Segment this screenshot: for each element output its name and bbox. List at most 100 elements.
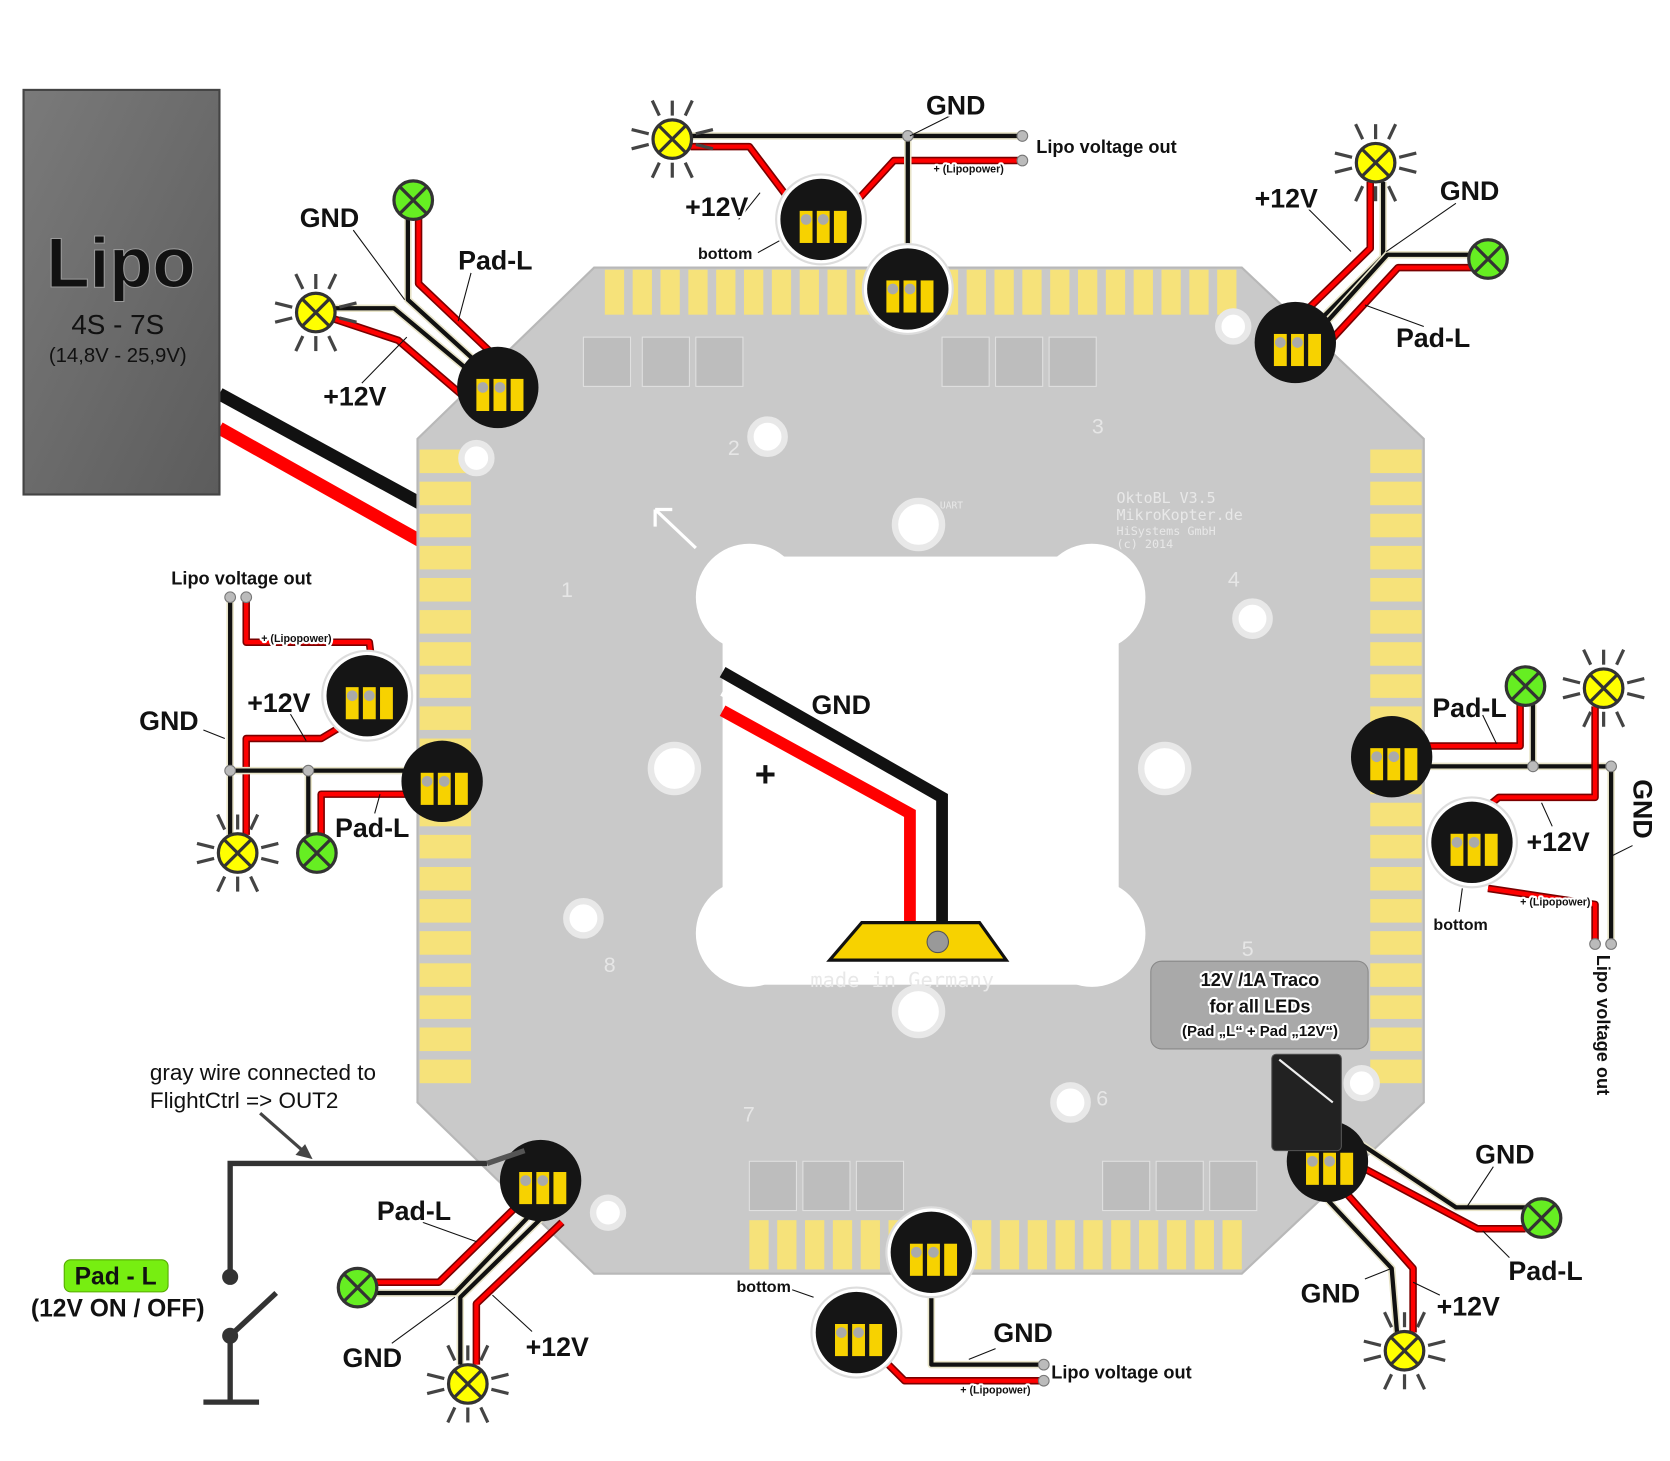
label-padl-tl: Pad-L bbox=[458, 246, 532, 276]
green-led-lamp-icon bbox=[295, 832, 338, 874]
leader-lines bbox=[203, 115, 1633, 1360]
lamp-ray bbox=[216, 875, 227, 893]
label-12v-br: +12V bbox=[1437, 1291, 1500, 1321]
solder-pad bbox=[832, 1220, 853, 1270]
solder-point bbox=[537, 1175, 549, 1186]
motor-numbers: 1 2 3 4 5 6 7 8 bbox=[561, 414, 1254, 1126]
solder-pad bbox=[419, 963, 472, 987]
lipo-voltage: (14,8V - 25,9V) bbox=[49, 345, 187, 367]
solder-pad bbox=[660, 269, 680, 315]
led-pad-board bbox=[1350, 716, 1433, 798]
plus-wire bbox=[374, 1186, 537, 1285]
label-gnd-br2: GND bbox=[1301, 1279, 1360, 1309]
lamp-ray bbox=[1582, 711, 1593, 728]
solder-point bbox=[928, 1246, 939, 1258]
lamp-cross bbox=[1511, 672, 1540, 701]
lamp-ray bbox=[631, 142, 650, 151]
solder-pad bbox=[1370, 545, 1422, 570]
solder-pad bbox=[1370, 802, 1422, 827]
label-12v-right: +12V bbox=[1527, 827, 1590, 857]
lamp-ray bbox=[1562, 692, 1581, 700]
wire-terminal bbox=[1016, 154, 1029, 167]
lamp-ray bbox=[1334, 151, 1353, 159]
solder-pad bbox=[1027, 1220, 1047, 1270]
label-lipopower-top: + (Lipopower) bbox=[933, 163, 1004, 175]
silk-made-in: made in Germany bbox=[810, 968, 994, 992]
wire-terminal bbox=[224, 764, 237, 777]
wire-terminal bbox=[1016, 130, 1029, 142]
solder-point bbox=[421, 775, 433, 787]
lamp-ray bbox=[294, 335, 305, 352]
board-cutout bbox=[695, 543, 1146, 987]
label-12v-tl: +12V bbox=[323, 382, 386, 412]
mosfet bbox=[802, 1160, 851, 1212]
lamp-ray bbox=[327, 273, 338, 290]
motor-number-7: 7 bbox=[743, 1103, 755, 1127]
solder-pad bbox=[827, 269, 847, 315]
plus-wire bbox=[1317, 265, 1472, 355]
lipo-cells: 4S - 7S bbox=[71, 309, 164, 340]
solder-pad bbox=[1370, 899, 1422, 923]
wire-terminal bbox=[901, 130, 914, 142]
led-pad-board bbox=[1425, 796, 1518, 889]
solder-pad bbox=[419, 995, 472, 1019]
solder-pad bbox=[419, 513, 472, 538]
motor-number-6: 6 bbox=[1096, 1087, 1108, 1111]
gnd-wire bbox=[374, 1202, 543, 1296]
gnd-wire bbox=[334, 306, 486, 385]
lamp-ray bbox=[446, 1406, 457, 1424]
solder-pad bbox=[419, 1059, 472, 1084]
motor-number-1: 1 bbox=[561, 578, 573, 602]
solder-pad bbox=[1083, 1220, 1103, 1270]
lamp-cross bbox=[1390, 1336, 1419, 1365]
pad-l bbox=[454, 772, 468, 805]
pad-l bbox=[1308, 333, 1322, 367]
solder-point bbox=[1307, 1155, 1318, 1167]
green-led-lamp-icon bbox=[336, 1266, 379, 1309]
solder-point bbox=[911, 1246, 922, 1258]
plus-wire bbox=[1487, 886, 1598, 942]
traco-line1: 12V /1A Traco bbox=[1201, 970, 1320, 990]
yellow-led-lamp-icon bbox=[426, 1344, 509, 1424]
wire-terminal bbox=[240, 591, 253, 604]
solder-pad bbox=[419, 577, 472, 602]
label-gnd-bl: GND bbox=[343, 1343, 402, 1373]
lamp-ray bbox=[490, 1372, 509, 1381]
wire-terminal bbox=[1589, 938, 1601, 950]
lamp-ray bbox=[216, 813, 227, 831]
lamp-ray bbox=[1398, 166, 1417, 174]
solder-pad bbox=[419, 449, 472, 474]
led-pad-board bbox=[499, 1139, 582, 1222]
lamp-ray bbox=[1582, 649, 1593, 666]
lamp-ray bbox=[426, 1387, 445, 1396]
mosfet bbox=[1155, 1160, 1204, 1212]
solder-pad bbox=[999, 1220, 1020, 1270]
label-gnd-bottom: GND bbox=[993, 1318, 1052, 1348]
gray-wire-note-line2: FlightCtrl => OUT2 bbox=[150, 1088, 339, 1113]
traco-line2: for all LEDs bbox=[1209, 997, 1310, 1017]
wire-terminal bbox=[302, 764, 315, 777]
led-pad-board bbox=[457, 346, 539, 429]
lipo-cable bbox=[216, 388, 423, 547]
label-bottom-right: bottom bbox=[1433, 916, 1487, 934]
label-lipopower-bottom: + (Lipopower) bbox=[960, 1385, 1031, 1397]
lamp-ray bbox=[260, 856, 279, 865]
wire-terminal bbox=[224, 591, 237, 604]
solder-point bbox=[520, 1175, 531, 1186]
main-cable-plus-label: + bbox=[755, 754, 776, 795]
lamp-ray bbox=[650, 162, 661, 179]
solder-pad bbox=[994, 269, 1014, 315]
solder-pad bbox=[1166, 1220, 1187, 1270]
lamp-ray bbox=[1363, 1339, 1382, 1347]
solder-pad bbox=[419, 899, 472, 923]
label-padl-bl: Pad-L bbox=[377, 1196, 451, 1226]
lamp-ray bbox=[196, 856, 215, 865]
yellow-led-lamp-icon bbox=[1562, 649, 1645, 728]
lamp-ray bbox=[274, 301, 293, 309]
plus-wire bbox=[416, 214, 507, 368]
lamp-ray bbox=[260, 841, 279, 850]
led-pad-board bbox=[810, 1286, 903, 1379]
yellow-led-lamp-icon bbox=[631, 99, 714, 179]
label-padl-br: Pad-L bbox=[1508, 1256, 1582, 1286]
mounting-holes bbox=[458, 308, 1380, 1231]
